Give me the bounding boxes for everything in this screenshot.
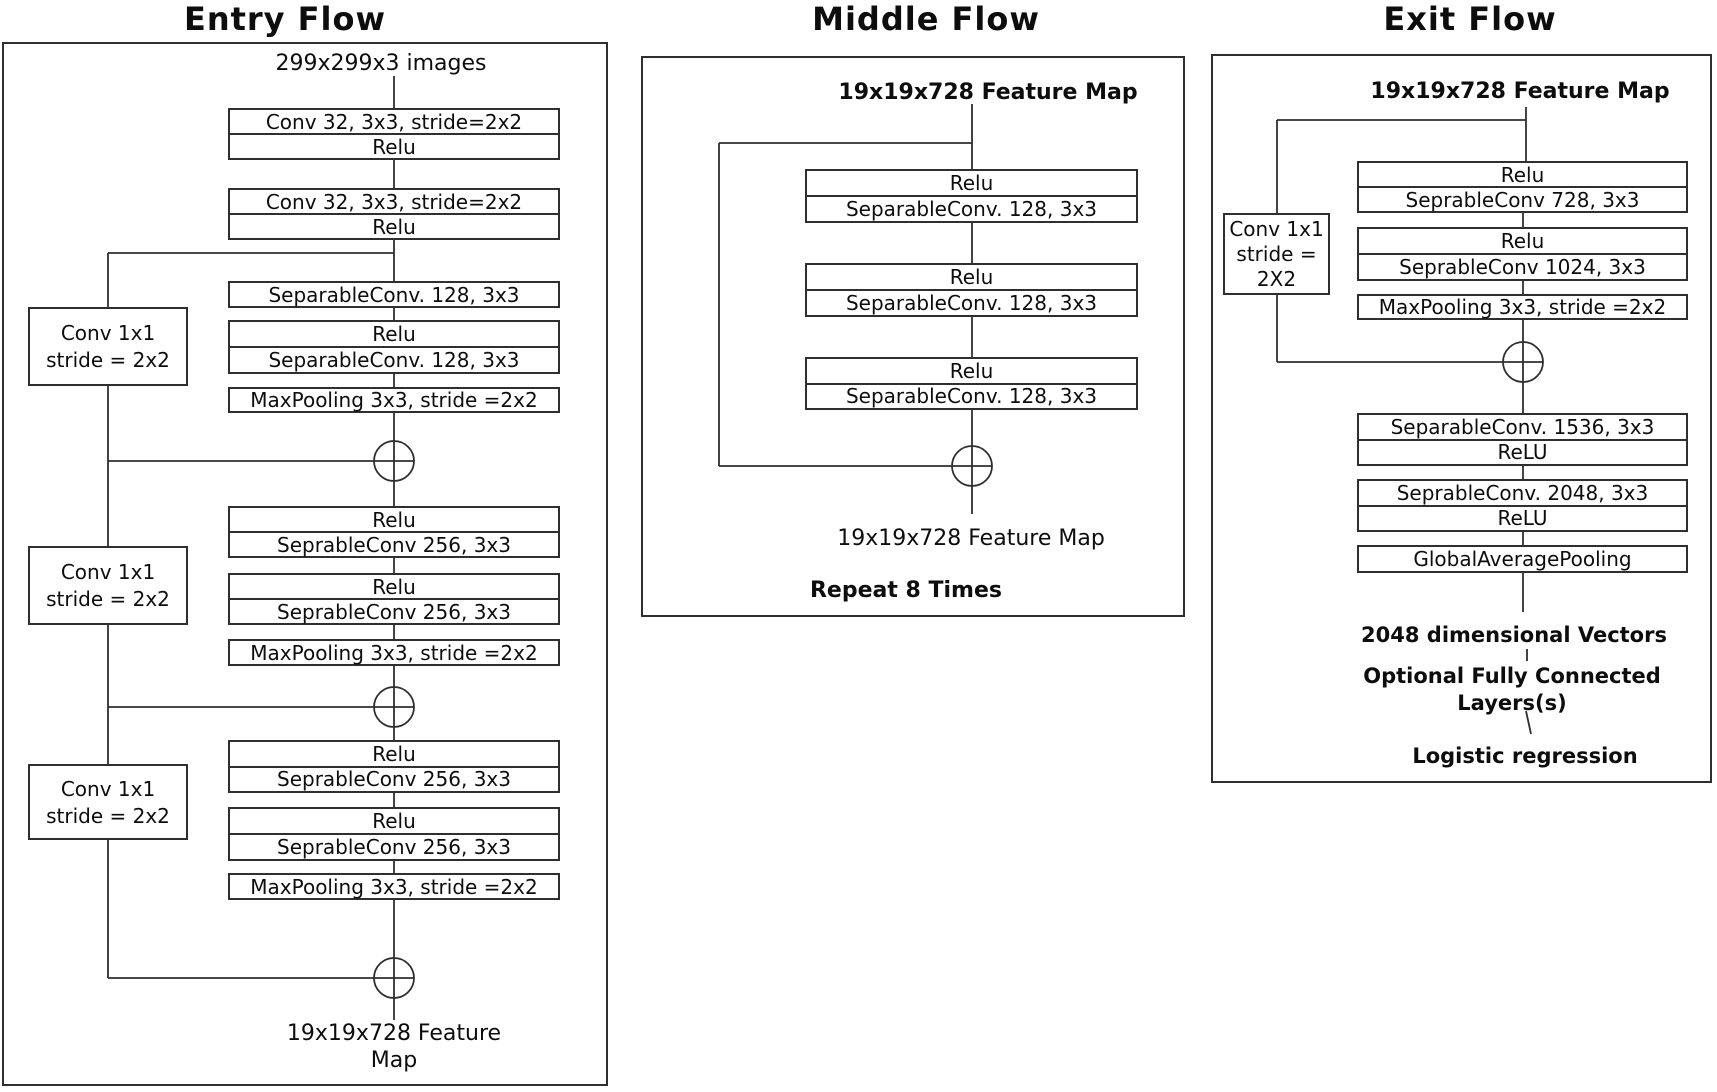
- layer-box-mid-sepconv128-1: Relu SeparableConv. 128, 3x3: [805, 169, 1138, 223]
- shortcut-line: 2X2: [1256, 267, 1297, 291]
- layer-row: SeprableConv 1024, 3x3: [1399, 255, 1646, 279]
- layer-row: MaxPooling 3x3, stride =2x2: [250, 874, 538, 899]
- layer-row: Relu: [1359, 163, 1686, 188]
- merge-add-icon: [373, 440, 415, 482]
- layer-box-conv32-1: Conv 32, 3x3, stride=2x2 Relu: [228, 108, 560, 160]
- shortcut-conv1x1-box-2: Conv 1x1 stride = 2x2: [28, 546, 188, 625]
- layer-row: SeprableConv 256, 3x3: [277, 599, 511, 624]
- layer-box-sepconv128-2: Relu SeparableConv. 128, 3x3: [228, 320, 560, 374]
- layer-box-sepconv256-2: Relu SeprableConv 256, 3x3: [228, 573, 560, 625]
- entry-output-label: 19x19x728 Feature Map: [287, 1020, 501, 1074]
- exit-fc-line1: Optional Fully Connected: [1363, 664, 1661, 688]
- entry-input-label: 299x299x3 images: [275, 51, 487, 76]
- exit-fc-line2: Layers(s): [1457, 691, 1567, 715]
- layer-box-conv32-2: Conv 32, 3x3, stride=2x2 Relu: [228, 188, 560, 240]
- shortcut-conv1x1-box-1: Conv 1x1 stride = 2x2: [28, 307, 188, 386]
- layer-box-exit-sepconv1024: Relu SeprableConv 1024, 3x3: [1357, 227, 1688, 281]
- shortcut-line: Conv 1x1: [60, 560, 156, 584]
- layer-row: Relu: [807, 359, 1136, 385]
- layer-box-maxpool-1: MaxPooling 3x3, stride =2x2: [228, 387, 560, 413]
- merge-add-icon: [951, 445, 993, 487]
- exit-fc-label: Optional Fully Connected Layers(s): [1363, 663, 1661, 717]
- shortcut-line: Conv 1x1: [1229, 217, 1324, 241]
- layer-box-exit-sepconv728: Relu SeprableConv 728, 3x3: [1357, 161, 1688, 213]
- layer-box-exit-sepconv1536: SeparableConv. 1536, 3x3 ReLU: [1357, 413, 1688, 466]
- layer-row: SeparableConv. 128, 3x3: [845, 384, 1098, 409]
- shortcut-line: stride = 2x2: [46, 587, 170, 611]
- layer-row: Relu: [807, 171, 1136, 197]
- layer-row: GlobalAveragePooling: [1413, 547, 1632, 571]
- layer-row: Relu: [230, 575, 558, 600]
- merge-add-icon: [373, 686, 415, 728]
- layer-box-sepconv128-1: SeparableConv. 128, 3x3: [228, 281, 560, 308]
- layer-box-exit-maxpool: MaxPooling 3x3, stride =2x2: [1357, 294, 1688, 320]
- layer-box-maxpool-3: MaxPooling 3x3, stride =2x2: [228, 873, 560, 900]
- layer-row: SeprableConv. 2048, 3x3: [1359, 481, 1686, 507]
- layer-box-mid-sepconv128-3: Relu SeparableConv. 128, 3x3: [805, 357, 1138, 410]
- layer-row: Relu: [807, 265, 1136, 291]
- layer-row: SeparableConv. 128, 3x3: [268, 282, 520, 307]
- exit-output-label: Logistic regression: [1412, 744, 1638, 768]
- layer-row: ReLU: [1497, 440, 1548, 465]
- shortcut-line: stride = 2x2: [46, 348, 170, 372]
- layer-row: Conv 32, 3x3, stride=2x2: [230, 110, 558, 135]
- shortcut-line: stride = 2x2: [46, 803, 170, 828]
- entry-flow-connectors: [107, 76, 415, 1020]
- middle-output-label: 19x19x728 Feature Map: [837, 526, 1105, 551]
- layer-row: SeprableConv 728, 3x3: [1405, 187, 1640, 212]
- layer-row: ReLU: [1497, 506, 1548, 531]
- layer-row: SeparableConv. 128, 3x3: [845, 197, 1098, 221]
- shortcut-conv1x1-box-3: Conv 1x1 stride = 2x2: [28, 764, 188, 840]
- layer-row: SeprableConv 256, 3x3: [277, 532, 511, 557]
- middle-input-label: 19x19x728 Feature Map: [838, 80, 1138, 105]
- layer-row: MaxPooling 3x3, stride =2x2: [250, 640, 538, 665]
- layer-row: MaxPooling 3x3, stride =2x2: [1378, 295, 1667, 319]
- entry-output-line2: Map: [370, 1048, 418, 1073]
- middle-flow-title: Middle Flow: [812, 0, 1040, 38]
- layer-row: MaxPooling 3x3, stride =2x2: [250, 388, 538, 412]
- layer-row: SeparableConv. 1536, 3x3: [1359, 415, 1686, 441]
- layer-box-sepconv256-3: Relu SeprableConv 256, 3x3: [228, 740, 560, 793]
- shortcut-line: stride =: [1236, 242, 1317, 266]
- entry-flow-title: Entry Flow: [183, 0, 387, 38]
- exit-input-label: 19x19x728 Feature Map: [1370, 79, 1670, 104]
- layer-row: Relu: [1359, 229, 1686, 255]
- layer-box-sepconv256-1: Relu SeprableConv 256, 3x3: [228, 506, 560, 558]
- layer-box-exit-globalavgpool: GlobalAveragePooling: [1357, 545, 1688, 573]
- middle-flow-connectors: [718, 104, 993, 514]
- merge-add-icon: [373, 957, 415, 999]
- shortcut-conv1x1-box-exit: Conv 1x1 stride = 2X2: [1223, 213, 1330, 295]
- layer-box-exit-sepconv2048: SeprableConv. 2048, 3x3 ReLU: [1357, 479, 1688, 532]
- exit-flow-title: Exit Flow: [1383, 0, 1557, 38]
- layer-row: SeparableConv. 128, 3x3: [268, 348, 520, 372]
- layer-row: SeparableConv. 128, 3x3: [845, 291, 1098, 315]
- shortcut-line: Conv 1x1: [60, 321, 156, 345]
- exit-flow-panel: [1211, 54, 1712, 783]
- layer-row: Relu: [230, 322, 558, 348]
- entry-flow-panel: [2, 42, 608, 1086]
- entry-output-line1: 19x19x728 Feature: [286, 1021, 502, 1046]
- layer-row: Relu: [372, 134, 416, 159]
- layer-row: Relu: [230, 742, 558, 768]
- layer-row: Conv 32, 3x3, stride=2x2: [230, 190, 558, 215]
- layer-row: SeprableConv 256, 3x3: [277, 835, 511, 859]
- layer-row: Relu: [230, 809, 558, 835]
- merge-add-icon: [1502, 341, 1544, 383]
- shortcut-line: Conv 1x1: [60, 776, 156, 801]
- layer-row: Relu: [230, 508, 558, 533]
- layer-box-mid-sepconv128-2: Relu SeparableConv. 128, 3x3: [805, 263, 1138, 317]
- middle-repeat-note: Repeat 8 Times: [809, 578, 1003, 603]
- layer-box-sepconv256-4: Relu SeprableConv 256, 3x3: [228, 807, 560, 861]
- layer-box-maxpool-2: MaxPooling 3x3, stride =2x2: [228, 639, 560, 666]
- exit-flow-connectors: [1276, 107, 1544, 735]
- middle-flow-panel: [641, 56, 1185, 617]
- layer-row: SeprableConv 256, 3x3: [277, 767, 511, 792]
- layer-row: Relu: [372, 214, 416, 239]
- exit-vector-label: 2048 dimensional Vectors: [1361, 623, 1667, 647]
